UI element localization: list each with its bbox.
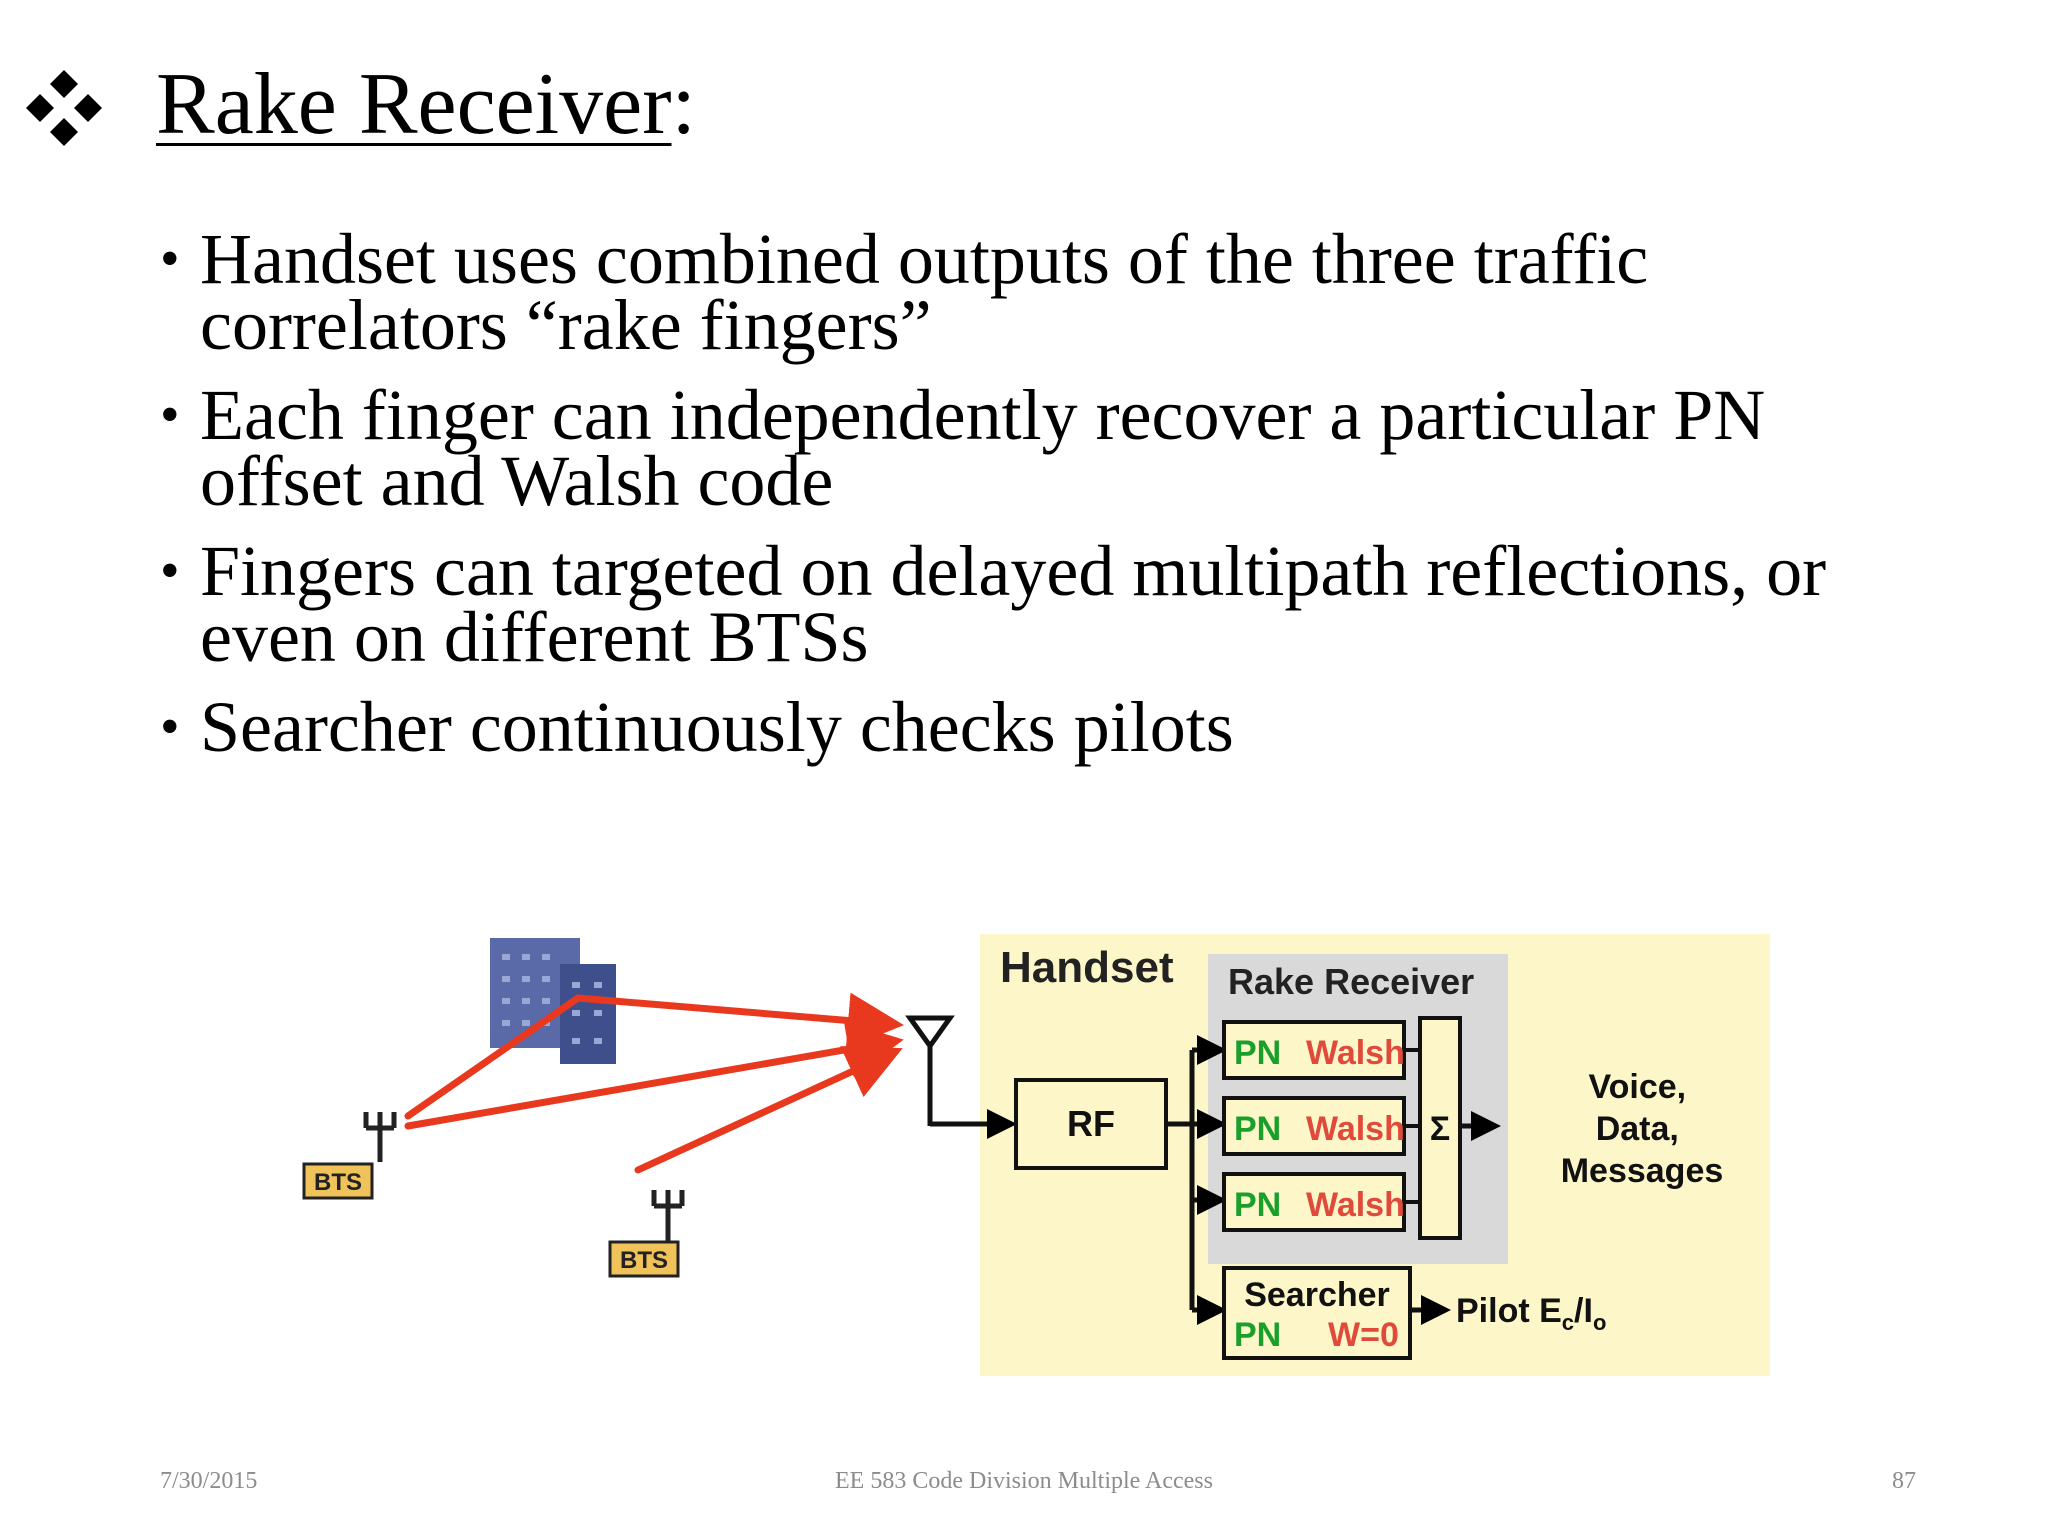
- bullet-dot: •: [160, 696, 180, 758]
- bullet-line: Searcher continuously checks pilots: [200, 687, 1234, 767]
- pn-label: PN: [1234, 1110, 1281, 1148]
- second-bts-path: [634, 1046, 903, 1174]
- searcher-label: Searcher: [1244, 1276, 1390, 1314]
- bullet-dot: •: [160, 540, 180, 602]
- reflected-path: [404, 992, 904, 1120]
- bullet-item: • Each finger can independently recover …: [160, 375, 2020, 521]
- bts-label: BTS: [620, 1247, 668, 1274]
- bullet-line: correlators “rake fingers”: [200, 285, 932, 365]
- sum-symbol: Σ: [1430, 1110, 1450, 1148]
- bullet-line: offset and Walsh code: [200, 441, 834, 521]
- bullet-line: even on different BTSs: [200, 597, 869, 677]
- handset-label: Handset: [1000, 943, 1174, 992]
- w0-label: W=0: [1328, 1316, 1399, 1354]
- rake-finger: PN Walsh: [1222, 1172, 1406, 1232]
- bullet-line: Fingers can targeted on delayed multipat…: [200, 531, 1827, 611]
- bts-tower-icon: [651, 1190, 685, 1242]
- bullet-dot: •: [160, 384, 180, 446]
- footer-page-number: 87: [1892, 1468, 1916, 1494]
- output-label-line: Messages: [1561, 1152, 1724, 1190]
- slide-title-suffix: :: [671, 56, 696, 153]
- diamond-bullet-icon: [26, 70, 102, 146]
- bullet-dot: •: [160, 228, 180, 290]
- walsh-label: Walsh: [1306, 1186, 1405, 1224]
- bullet-item: • Searcher continuously checks pilots: [160, 687, 2020, 767]
- rake-receiver-label: Rake Receiver: [1228, 961, 1474, 1002]
- bts-label: BTS: [314, 1169, 362, 1196]
- direct-path: [404, 1021, 904, 1130]
- bullet-item: • Fingers can targeted on delayed multip…: [160, 531, 2020, 677]
- footer-date: 7/30/2015: [160, 1468, 258, 1494]
- pn-label: PN: [1234, 1186, 1281, 1224]
- bts-box: [302, 1162, 374, 1200]
- title-row: Rake Receiver:: [24, 50, 696, 160]
- bts-box: [608, 1240, 680, 1278]
- antenna-icon: [905, 1015, 955, 1126]
- footer-course: EE 583 Code Division Multiple Access: [835, 1468, 1213, 1494]
- rf-label: RF: [1067, 1103, 1115, 1144]
- output-label: Voice, Data, Messages: [1561, 1068, 1724, 1190]
- bullet-list: • Handset uses combined outputs of the t…: [160, 219, 2020, 784]
- pilot-label: Pilot Ec/Io: [1456, 1292, 1606, 1335]
- searcher-block: Searcher PN W=0: [1222, 1266, 1412, 1360]
- building-icon: [490, 938, 616, 1064]
- bts-tower-icon: [363, 1112, 397, 1162]
- slide-title: Rake Receiver:: [156, 50, 696, 160]
- rake-finger: PN Walsh: [1222, 1020, 1406, 1080]
- rake-receiver-diagram: Handset Rake Receiver BTS B: [302, 934, 1770, 1376]
- sum-block: [1418, 1016, 1462, 1240]
- multipath-signals: [404, 992, 904, 1174]
- output-label-line: Data,: [1596, 1110, 1679, 1148]
- bullet-line: Each finger can independently recover a …: [200, 375, 1766, 455]
- bullet-line: Handset uses combined outputs of the thr…: [200, 219, 1649, 299]
- pn-label: PN: [1234, 1034, 1281, 1072]
- rake-finger: PN Walsh: [1222, 1096, 1406, 1156]
- walsh-label: Walsh: [1306, 1110, 1405, 1148]
- searcher-pn-label: PN: [1234, 1316, 1281, 1354]
- slide-title-text: Rake Receiver: [156, 56, 672, 153]
- walsh-label: Walsh: [1306, 1034, 1405, 1072]
- output-label-line: Voice,: [1588, 1068, 1686, 1106]
- bullet-item: • Handset uses combined outputs of the t…: [160, 219, 2020, 365]
